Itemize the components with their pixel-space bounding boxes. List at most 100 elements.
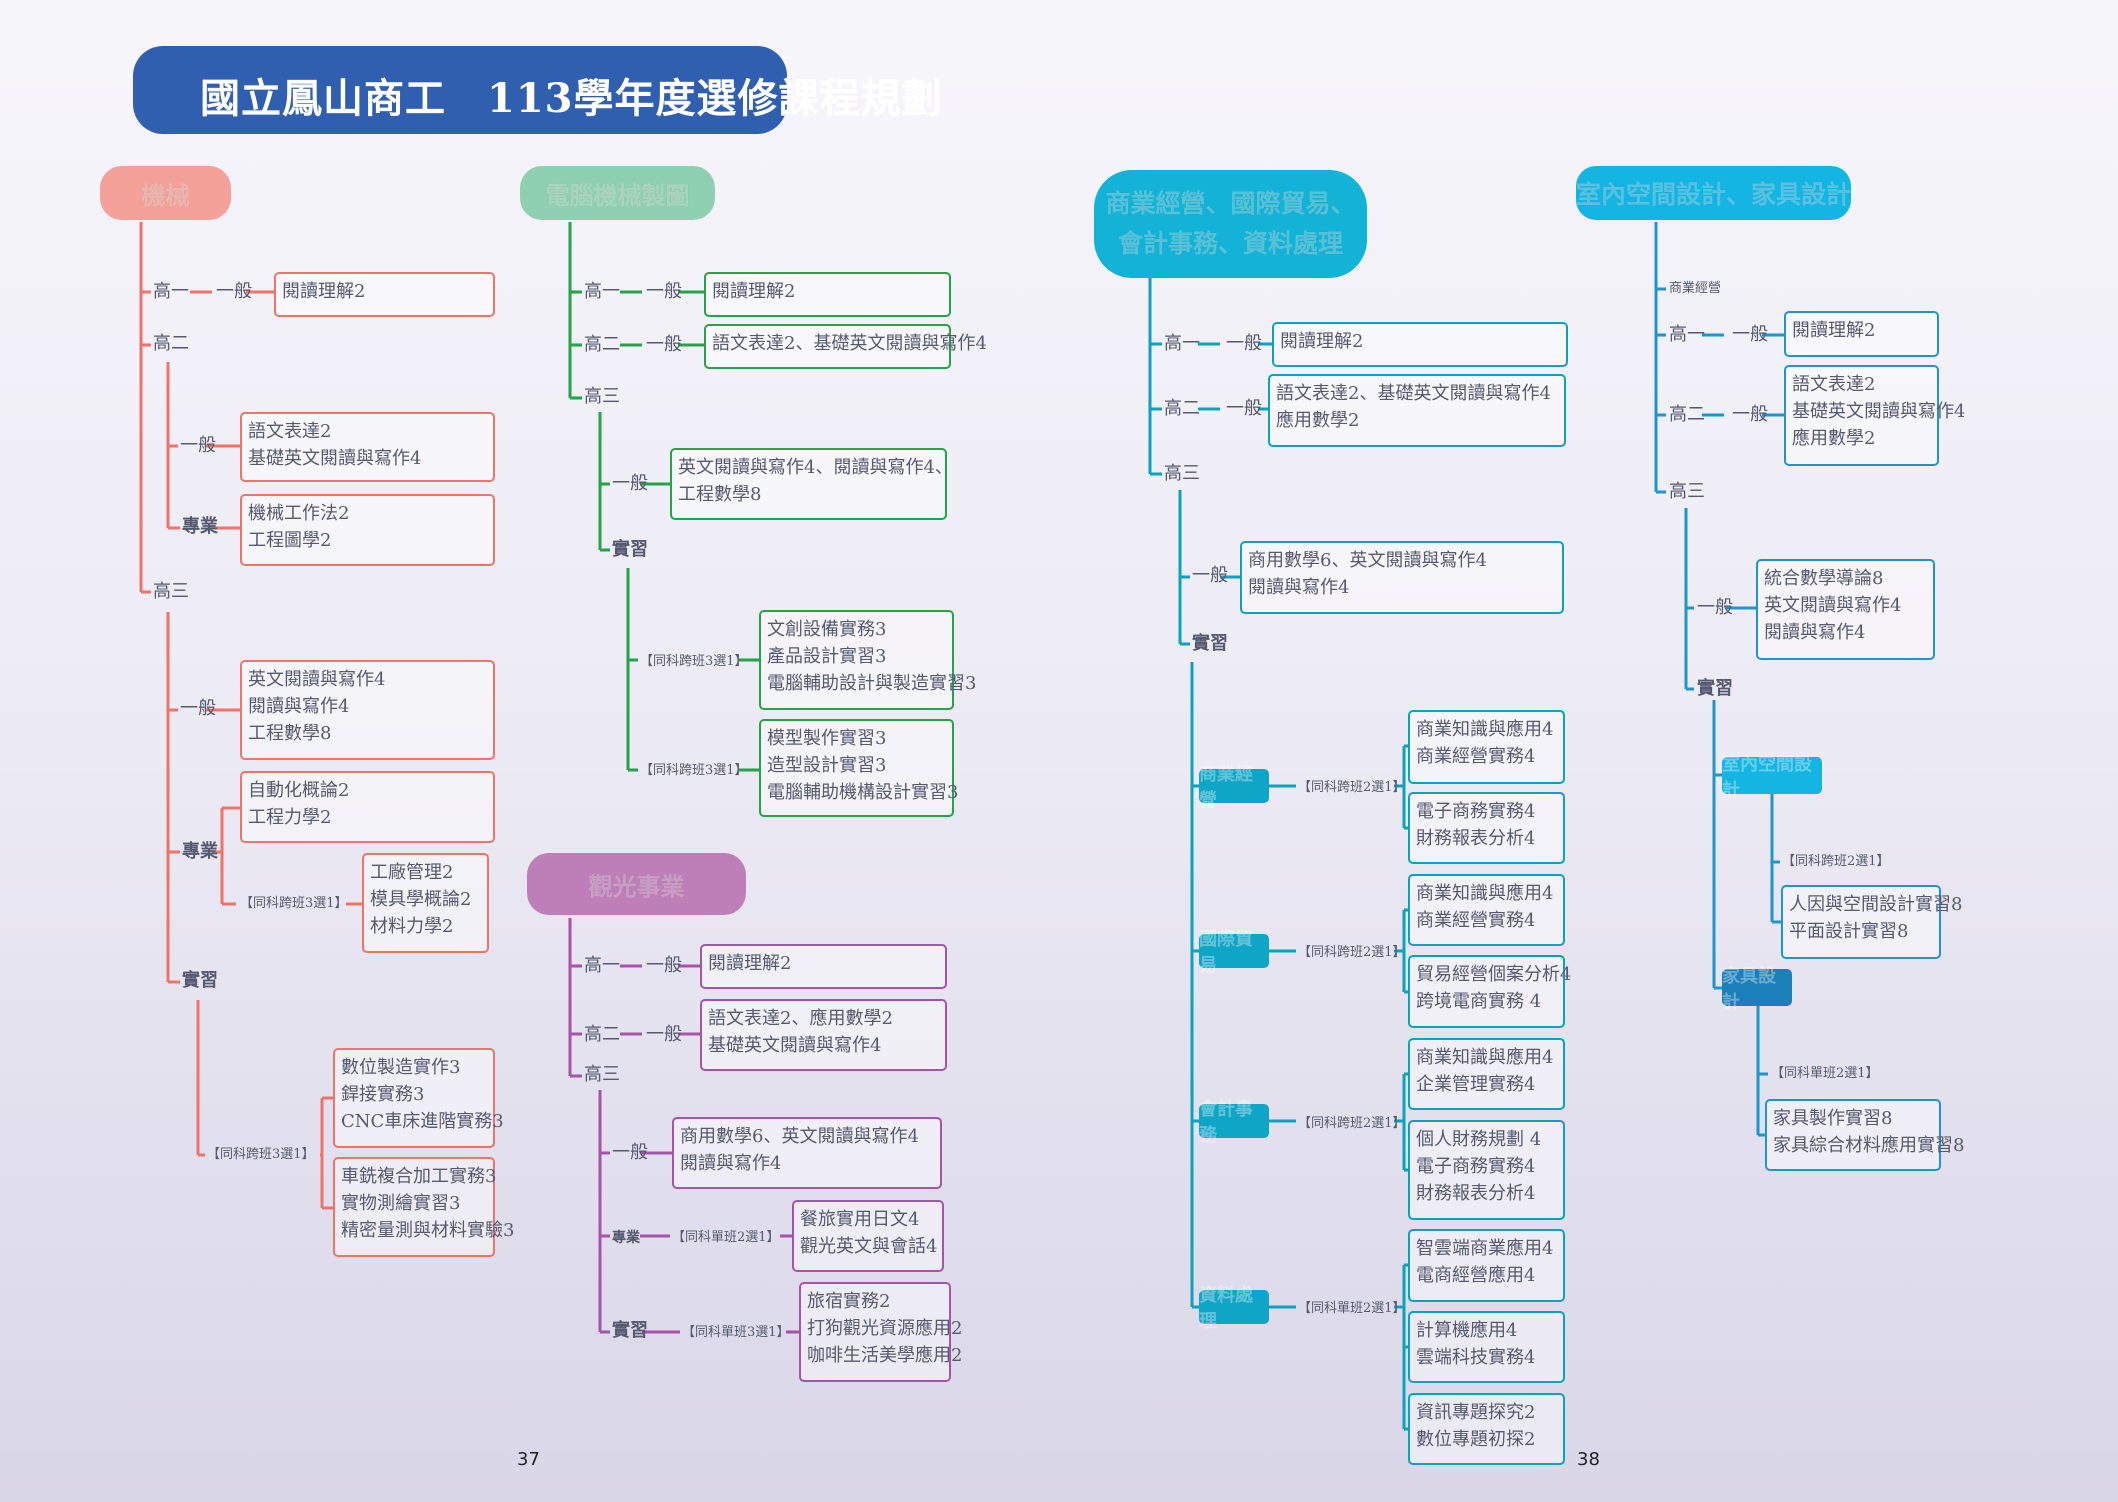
mech-g2-general-box: 語文表達2 基礎英文閱讀與寫作4: [240, 412, 495, 482]
cad-g1-general-label: 一般: [646, 281, 682, 302]
mech-header: 機械: [100, 166, 231, 220]
interior-g3-general-label: 一般: [1697, 597, 1733, 618]
biz-g1-box: 閱讀理解2: [1272, 322, 1568, 367]
interior-g2-general-label: 一般: [1732, 404, 1768, 425]
cad-g1-label: 高一: [584, 281, 620, 302]
cad-g3-prac-label: 實習: [612, 539, 648, 560]
mech-g2-pro-label: 專業: [182, 516, 218, 537]
cad-g3-box2: 模型製作實習3 造型設計實習3 電腦輔助機構設計實習3: [759, 719, 958, 817]
interior-g3-general-box: 統合數學導論8 英文閱讀與寫作4 閱讀與寫作4: [1756, 559, 1935, 660]
interior-g2-box: 語文表達2 基礎英文閱讀與寫作4 應用數學2: [1784, 365, 1965, 466]
tour-header: 觀光事業: [527, 853, 746, 915]
tour-g3-general-label: 一般: [612, 1142, 648, 1163]
mech-g2-pro-box: 機械工作法2 工程圖學2: [240, 494, 495, 566]
biz-dept3-note: 【同科跨班2選1】: [1298, 1116, 1406, 1131]
tour-g2-box: 語文表達2、應用數學2 基礎英文閱讀與寫作4: [700, 999, 947, 1071]
cad-header: 電腦機械製圖: [520, 166, 715, 220]
cad-g3-general-label: 一般: [612, 473, 648, 494]
biz-dept4-tag: 資料處理: [1199, 1285, 1269, 1332]
biz-dept4-box1: 智雲端商業應用4 電商經營應用4: [1408, 1229, 1565, 1302]
interior-top-label: 商業經營: [1669, 281, 1722, 296]
mech-g1-label: 高一: [153, 281, 189, 302]
biz-header: 商業經營、國際貿易、 會計事務、資料處理: [1094, 170, 1367, 278]
interior-g3-label: 高三: [1669, 481, 1705, 502]
cad-g2-box: 語文表達2、基礎英文閱讀與寫作4: [704, 324, 987, 369]
tour-g1-label: 高一: [584, 955, 620, 976]
tour-g3-general-box: 商用數學6、英文閱讀與寫作4 閱讀與寫作4: [672, 1117, 942, 1189]
biz-dept3-tag: 會計事務: [1199, 1099, 1269, 1146]
biz-dept3-box2: 個人財務規劃 4 電子商務實務4 財務報表分析4: [1408, 1120, 1565, 1220]
biz-dept1-tag: 商業經營: [1199, 764, 1269, 811]
biz-g3-general-box: 商用數學6、英文閱讀與寫作4 閱讀與寫作4: [1240, 541, 1564, 614]
tour-g3-prac-label: 實習: [612, 1320, 648, 1341]
mech-g3-pro-box2: 工廠管理2 模具學概論2 材料力學2: [362, 853, 489, 953]
cad-g3-label: 高三: [584, 386, 620, 407]
biz-g2-general-label: 一般: [1226, 398, 1262, 419]
biz-dept1-box1: 商業知識與應用4 商業經營實務4: [1408, 710, 1565, 784]
interior-dept1-box: 人因與空間設計實習8 平面設計實習8: [1781, 885, 1962, 959]
biz-dept4-note: 【同科單班2選1】: [1298, 1301, 1406, 1316]
interior-g3-prac-label: 實習: [1697, 678, 1733, 699]
interior-g1-label: 高一: [1669, 324, 1705, 345]
biz-g3-prac-label: 實習: [1192, 633, 1228, 654]
biz-dept2-box1: 商業知識與應用4 商業經營實務4: [1408, 874, 1565, 946]
interior-dept2-box: 家具製作實習8 家具綜合材料應用實習8: [1765, 1099, 1964, 1171]
biz-g1-label: 高一: [1164, 333, 1200, 354]
tour-g2-label: 高二: [584, 1024, 620, 1045]
mech-g3-prac-note: 【同科跨班3選1】: [207, 1147, 315, 1162]
biz-dept3-box1: 商業知識與應用4 企業管理實務4: [1408, 1038, 1565, 1110]
tour-g3-prac-note: 【同科單班3選1】: [682, 1325, 790, 1340]
cad-g3-note1: 【同科跨班3選1】: [640, 654, 748, 669]
interior-g1-general-label: 一般: [1732, 324, 1768, 345]
page-number-left: 37: [517, 1449, 540, 1470]
interior-header: 室內空間設計、家具設計: [1576, 166, 1851, 220]
interior-dept2-tag: 家具設計: [1722, 966, 1792, 1013]
biz-dept2-note: 【同科跨班2選1】: [1298, 945, 1406, 960]
biz-dept4-box3: 資訊專題探究2 數位專題初探2: [1408, 1393, 1565, 1465]
mech-g3-prac-label: 實習: [182, 970, 218, 991]
cad-g2-general-label: 一般: [646, 334, 682, 355]
cad-g3-note2: 【同科跨班3選1】: [640, 763, 748, 778]
page-title: 國立鳳山商工 113學年度選修課程規劃: [200, 75, 943, 122]
cad-g3-box1: 文創設備實務3 產品設計實習3 電腦輔助設計與製造實習3: [759, 610, 976, 710]
interior-dept1-tag: 室內空間設計: [1722, 754, 1822, 801]
tour-g3-pro-label: 專業: [612, 1230, 640, 1246]
mech-g2-label: 高二: [153, 333, 189, 354]
mech-g3-pro-note: 【同科跨班3選1】: [240, 896, 348, 911]
interior-g2-label: 高二: [1669, 404, 1705, 425]
biz-g2-box: 語文表達2、基礎英文閱讀與寫作4 應用數學2: [1268, 374, 1566, 447]
mech-g3-label: 高三: [153, 581, 189, 602]
biz-g3-general-label: 一般: [1192, 565, 1228, 586]
mech-g3-pro-box1: 自動化概論2 工程力學2: [240, 771, 495, 843]
interior-dept2-note: 【同科單班2選1】: [1771, 1066, 1879, 1081]
cad-g3-general-box: 英文閱讀與寫作4、閱讀與寫作4、 工程數學8: [670, 448, 953, 520]
mech-g3-prac-box2: 車銑複合加工實務3 實物測繪實習3 精密量測與材料實驗3: [333, 1157, 514, 1257]
biz-g2-label: 高二: [1164, 398, 1200, 419]
tour-g3-label: 高三: [584, 1064, 620, 1085]
mech-g3-general-box: 英文閱讀與寫作4 閱讀與寫作4 工程數學8: [240, 660, 495, 760]
tour-g3-prac-box: 旅宿實務2 打狗觀光資源應用2 咖啡生活美學應用2: [799, 1282, 962, 1382]
biz-g1-general-label: 一般: [1226, 333, 1262, 354]
title-banner: [133, 46, 787, 134]
cad-g2-label: 高二: [584, 334, 620, 355]
biz-dept2-box2: 貿易經營個案分析4 跨境電商實務 4: [1408, 955, 1571, 1028]
tour-g3-pro-box: 餐旅實用日文4 觀光英文與會話4: [792, 1200, 944, 1272]
biz-dept1-note: 【同科跨班2選1】: [1298, 780, 1406, 795]
mech-g3-general-label: 一般: [180, 698, 216, 719]
mech-g3-prac-box1: 數位製造實作3 銲接實務3 CNC車床進階實務3: [333, 1048, 504, 1148]
mech-g2-general-label: 一般: [180, 435, 216, 456]
biz-dept4-box2: 計算機應用4 雲端科技實務4: [1408, 1311, 1565, 1383]
mech-g1-general-label: 一般: [216, 281, 252, 302]
tour-g2-general-label: 一般: [646, 1024, 682, 1045]
biz-dept2-tag: 國際貿易: [1199, 929, 1269, 976]
interior-g1-box: 閱讀理解2: [1784, 311, 1939, 357]
page-number-right: 38: [1577, 1449, 1600, 1470]
tour-g1-box: 閱讀理解2: [700, 944, 947, 989]
tour-g1-general-label: 一般: [646, 955, 682, 976]
mech-g3-pro-label: 專業: [182, 841, 218, 862]
tour-g3-pro-note: 【同科單班2選1】: [672, 1230, 780, 1245]
interior-dept1-note: 【同科跨班2選1】: [1782, 854, 1890, 869]
cad-g1-box: 閱讀理解2: [704, 272, 951, 317]
biz-g3-label: 高三: [1164, 463, 1200, 484]
